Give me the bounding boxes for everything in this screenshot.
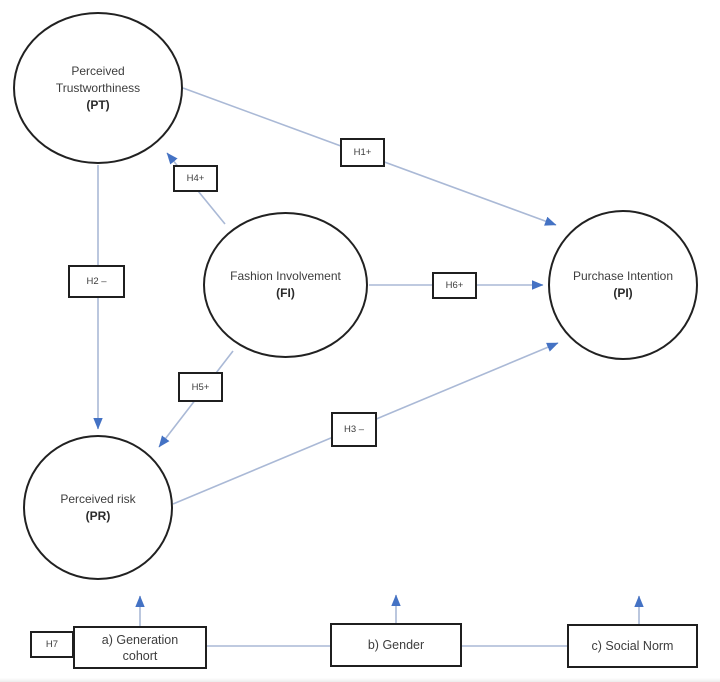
construct-perceived-trustworthiness: Perceived Trustworthiness (PT)	[13, 12, 183, 164]
construct-abbr: (PR)	[85, 508, 111, 523]
hypothesis-label-h6: H6+	[432, 272, 477, 299]
construct-label: Fashion Involvement	[230, 269, 341, 283]
moderator-generation-cohort: a) Generation cohort	[73, 626, 207, 669]
construct-abbr: (PT)	[86, 97, 110, 112]
hypothesis-label-h5: H5+	[178, 372, 223, 402]
hypothesis-label-h3: H3 –	[331, 412, 377, 447]
construct-purchase-intention: Purchase Intention (PI)	[548, 210, 698, 360]
construct-label: Perceived risk	[60, 491, 136, 506]
moderator-gender: b) Gender	[330, 623, 462, 667]
page-edge-shadow	[0, 678, 720, 682]
construct-abbr: (FI)	[276, 286, 295, 300]
hypothesis-label-h1: H1+	[340, 138, 385, 167]
hypothesis-label-h4: H4+	[173, 165, 218, 192]
construct-fashion-involvement: Fashion Involvement (FI)	[203, 212, 368, 358]
hypothesis-label-h7: H7	[30, 631, 74, 658]
hypothesis-label-h2: H2 –	[68, 265, 125, 298]
construct-label: Purchase Intention	[572, 269, 674, 283]
moderator-social-norm: c) Social Norm	[567, 624, 698, 668]
construct-label: Perceived Trustworthiness	[55, 63, 141, 95]
construct-perceived-risk: Perceived risk (PR)	[23, 435, 173, 580]
construct-abbr: (PI)	[613, 286, 633, 300]
